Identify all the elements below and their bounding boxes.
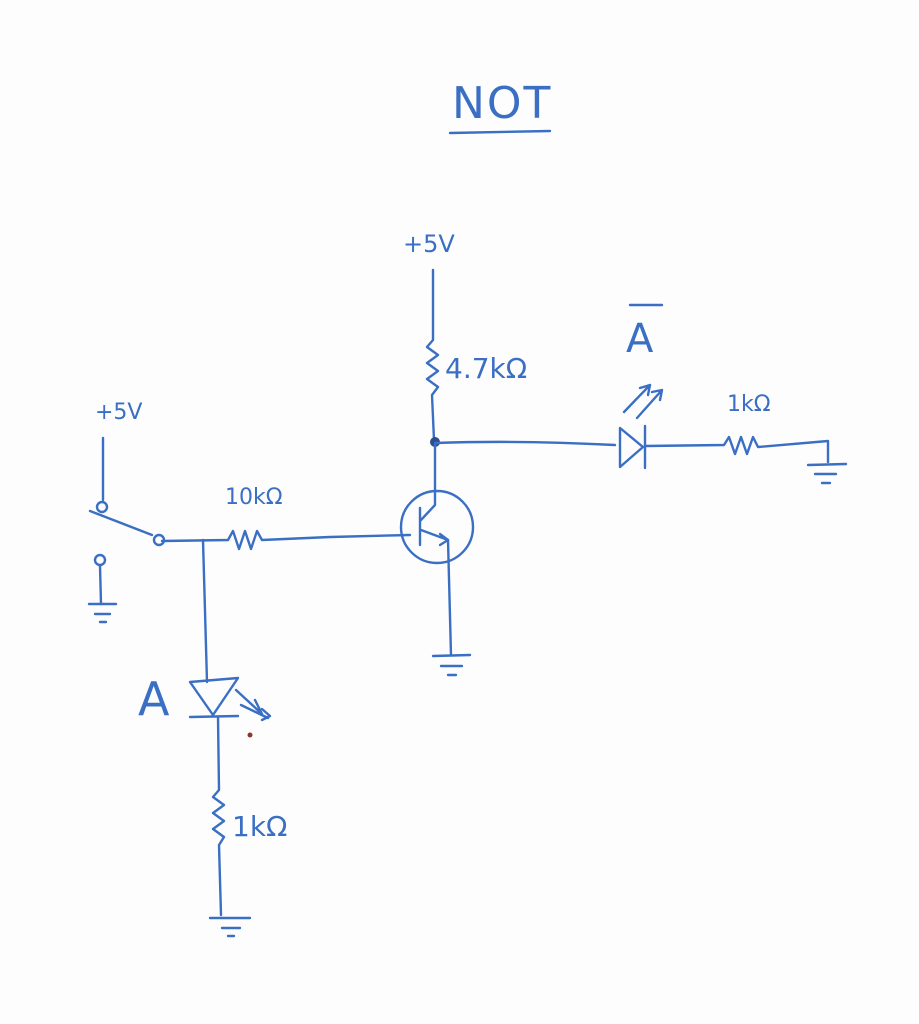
output-resistor-label: 1kΩ <box>727 392 771 417</box>
collector-branch <box>425 268 440 447</box>
input-switch[interactable] <box>87 436 166 624</box>
vcc-switch-label: +5V <box>95 400 143 425</box>
title-underline <box>448 129 552 135</box>
vcc-top-label: +5V <box>403 230 455 258</box>
output-led-branch <box>433 303 848 485</box>
input-led-branch <box>188 538 272 938</box>
base-resistor-label: 10kΩ <box>225 485 283 510</box>
input-led-icon <box>188 676 240 717</box>
ground-icon <box>431 653 472 677</box>
collector-resistor-label: 4.7kΩ <box>445 352 528 385</box>
light-arrows-icon <box>234 688 272 722</box>
output-led-icon <box>618 426 645 469</box>
input-led-label: A <box>138 672 170 726</box>
ground-icon <box>806 462 848 485</box>
light-arrows-icon <box>622 383 664 420</box>
diagram-title: NOT <box>452 78 553 129</box>
input-resistor-label: 1kΩ <box>232 810 288 843</box>
npn-transistor-icon <box>399 443 475 677</box>
ground-icon <box>87 602 118 624</box>
ground-icon <box>208 916 252 938</box>
base-branch <box>160 529 412 551</box>
output-led-label: A <box>626 316 654 362</box>
